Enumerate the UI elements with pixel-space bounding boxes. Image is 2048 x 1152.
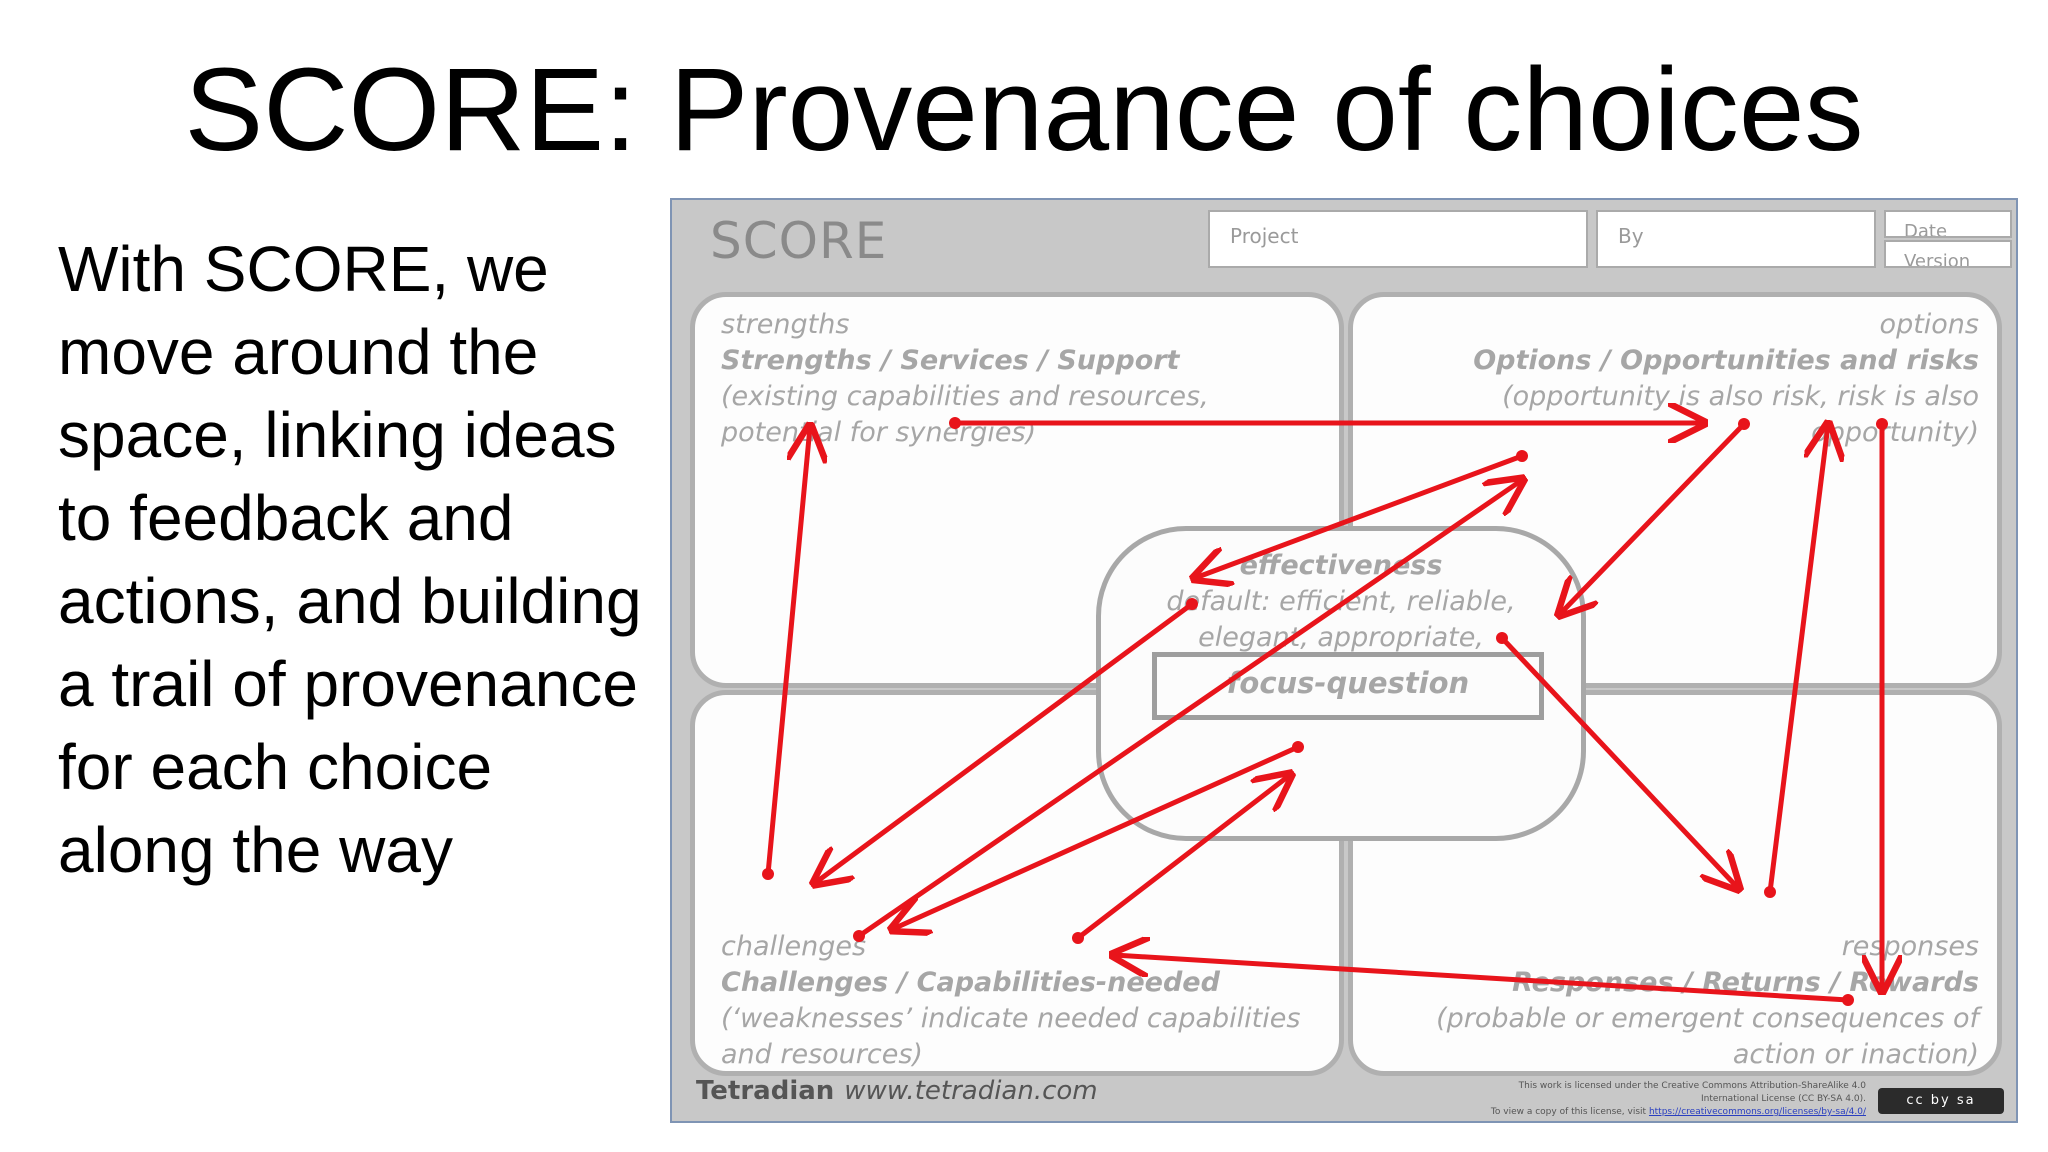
brand-url[interactable]: www.tetradian.com: [844, 1076, 1098, 1106]
strengths-text: strengths Strengths / Services / Support…: [721, 307, 1321, 451]
date-field[interactable]: Date: [1884, 210, 2012, 238]
license-line1: This work is licensed under the Creative…: [1518, 1081, 1866, 1091]
options-text: options Options / Opportunities and risk…: [1373, 307, 1979, 451]
project-field[interactable]: Project: [1208, 210, 1588, 268]
options-name: options: [1879, 309, 1979, 340]
strengths-description: (existing capabilities and resources, po…: [721, 381, 1209, 448]
challenges-heading: Challenges / Capabilities-needed: [721, 967, 1220, 998]
license-link[interactable]: https://creativecommons.org/licenses/by-…: [1648, 1107, 1866, 1117]
footer-brand: Tetradian www.tetradian.com: [696, 1076, 1098, 1106]
challenges-text: challenges Challenges / Capabilities-nee…: [721, 929, 1321, 1073]
license-text: This work is licensed under the Creative…: [1346, 1080, 1866, 1119]
body-text: With SCORE, we move around the space, li…: [58, 233, 642, 886]
options-heading: Options / Opportunities and risks: [1473, 345, 1979, 376]
strengths-heading: Strengths / Services / Support: [721, 345, 1180, 376]
focus-question-box[interactable]: focus-question: [1152, 652, 1544, 720]
score-logo: SCORE: [710, 212, 888, 270]
effectiveness-name: effectiveness: [1239, 550, 1443, 581]
options-description: (opportunity is also risk, risk is also …: [1502, 381, 1979, 448]
license-line3: To view a copy of this license, visit: [1490, 1107, 1647, 1117]
cc-license-badge: cc by sa: [1878, 1088, 2004, 1114]
strengths-name: strengths: [721, 309, 850, 340]
by-field[interactable]: By: [1596, 210, 1876, 268]
responses-name: responses: [1841, 931, 1979, 962]
slide-title: SCORE: Provenance of choices: [184, 44, 1864, 176]
version-field[interactable]: Version: [1884, 240, 2012, 268]
responses-text: responses Responses / Returns / Rewards …: [1373, 929, 1979, 1073]
challenges-name: challenges: [721, 931, 867, 962]
score-canvas: SCORE Project By Date Version strengths …: [670, 198, 2018, 1123]
license-line2: International License (CC BY-SA 4.0).: [1701, 1094, 1866, 1104]
responses-heading: Responses / Returns / Rewards: [1512, 967, 1979, 998]
responses-description: (probable or emergent consequences of ac…: [1436, 1003, 1979, 1070]
challenges-description: (‘weaknesses’ indicate needed capabiliti…: [721, 1003, 1301, 1070]
brand-name: Tetradian: [696, 1076, 835, 1106]
